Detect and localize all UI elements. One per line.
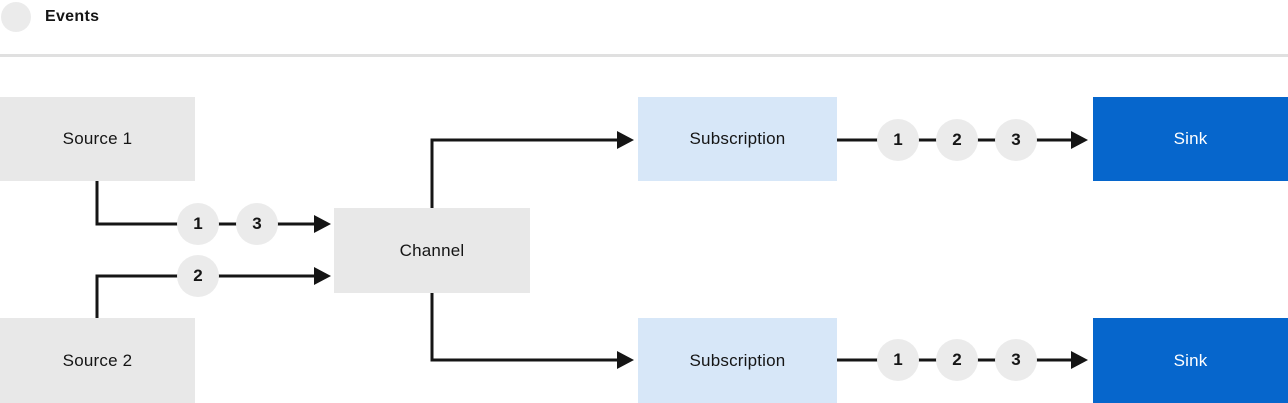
node-label: Source 2 xyxy=(62,350,133,370)
connector-channel-to-subscription2 xyxy=(430,293,618,362)
node-subscription-1: Subscription xyxy=(638,97,837,181)
event-circle: 2 xyxy=(936,119,978,161)
node-sink-2: Sink xyxy=(1093,318,1288,403)
node-label: Source 1 xyxy=(62,129,133,148)
node-subscription-2: Subscription xyxy=(638,318,837,403)
event-circle: 3 xyxy=(995,119,1037,161)
event-circle: 1 xyxy=(177,203,219,245)
event-number: 2 xyxy=(952,350,962,369)
event-number: 3 xyxy=(252,214,262,233)
node-label: Subscription xyxy=(689,129,786,148)
arrowhead-icon xyxy=(1071,351,1088,369)
connector-source2-to-channel xyxy=(95,274,315,318)
arrowhead-icon xyxy=(1071,131,1088,149)
event-circle: 1 xyxy=(877,119,919,161)
legend-label: Events xyxy=(45,8,100,25)
event-number: 3 xyxy=(1011,350,1021,369)
node-label: Subscription xyxy=(689,350,786,370)
event-number: 3 xyxy=(1011,130,1021,149)
arrowhead-icon xyxy=(314,215,331,233)
event-number: 2 xyxy=(193,266,203,285)
node-sink-1: Sink xyxy=(1093,97,1288,181)
arrowhead-icon xyxy=(617,351,634,369)
node-channel: Channel xyxy=(334,208,530,293)
event-number: 1 xyxy=(193,214,203,233)
event-circle: 2 xyxy=(936,339,978,381)
node-label: Sink xyxy=(1173,350,1208,370)
arrowhead-icon xyxy=(314,267,331,285)
connector-channel-to-subscription1 xyxy=(430,138,618,208)
event-circle: 3 xyxy=(236,203,278,245)
node-label: Sink xyxy=(1173,129,1208,148)
event-circle: 2 xyxy=(177,255,219,297)
node-label: Channel xyxy=(399,240,465,260)
arrowhead-icon xyxy=(617,131,634,149)
node-source-1: Source 1 xyxy=(0,97,195,181)
node-source-2: Source 2 xyxy=(0,318,195,403)
event-number: 1 xyxy=(893,350,903,369)
event-number: 1 xyxy=(893,130,903,149)
event-circle: 1 xyxy=(877,339,919,381)
legend-divider xyxy=(0,54,1288,57)
event-number: 2 xyxy=(952,130,962,149)
event-circle: 3 xyxy=(995,339,1037,381)
events-legend-icon xyxy=(1,2,31,32)
